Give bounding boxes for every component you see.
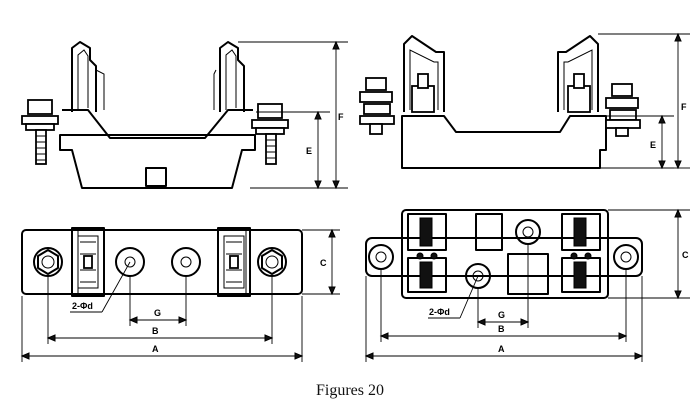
left-dimension-c: C <box>302 228 340 296</box>
left-dim-b-label: B <box>152 326 159 336</box>
left-dim-f-label: F <box>338 112 344 122</box>
right-dim-b-label: B <box>498 324 505 334</box>
left-dimension-f: F <box>238 40 348 190</box>
right-dim-c-label: C <box>682 250 689 260</box>
left-side-right-bolt <box>251 103 289 165</box>
left-plan-left-terminal <box>33 247 63 277</box>
right-plan-right-clip <box>561 213 601 293</box>
right-dim-g-label: G <box>498 310 505 320</box>
left-hole-note: 2-Φd <box>72 301 93 311</box>
left-plan-mounting-hole-2 <box>171 247 201 277</box>
left-dimension-g: G <box>128 276 188 326</box>
left-side-elevation: E F <box>21 40 348 190</box>
left-dim-e-label: E <box>306 146 312 156</box>
left-plan-base-outline <box>21 229 303 295</box>
left-side-base-saddle <box>62 109 253 139</box>
figure-caption: Figures 20 <box>316 382 384 399</box>
left-side-right-contact <box>219 41 245 112</box>
left-dimension-e: E <box>250 110 330 190</box>
left-plan-right-terminal <box>257 247 287 277</box>
right-dimension-b: B <box>379 269 628 342</box>
right-plan-view: 2-Φd C G B <box>364 208 690 362</box>
right-plan-right-terminal <box>613 244 639 270</box>
left-dimension-b: B <box>46 276 274 344</box>
right-dimension-a: A <box>364 276 644 362</box>
right-dim-f-label: F <box>681 102 687 112</box>
left-side-center-slot <box>145 167 167 187</box>
right-dim-e-label: E <box>650 140 656 150</box>
right-plan-base-plate <box>365 237 643 277</box>
left-plan-left-clip <box>71 227 105 297</box>
right-dimension-f: F <box>598 32 690 170</box>
left-plan-right-clip <box>217 227 251 297</box>
left-side-left-contact <box>71 41 97 112</box>
right-side-left-contact <box>403 35 445 112</box>
left-dim-a-label: A <box>152 344 159 354</box>
right-dim-a-label: A <box>498 344 505 354</box>
left-dim-c-label: C <box>320 258 327 268</box>
left-side-left-bolt <box>21 99 59 165</box>
right-plan-mounting-hole-1 <box>515 219 541 245</box>
right-side-right-contact <box>557 35 599 112</box>
left-dim-g-label: G <box>154 308 161 318</box>
right-plan-body <box>401 209 609 299</box>
right-side-base-body <box>401 115 607 169</box>
right-dimension-c: C <box>608 208 690 300</box>
right-side-left-bolt <box>359 77 395 135</box>
right-dimension-e: E <box>600 114 674 170</box>
right-side-right-bolt <box>605 83 641 137</box>
right-plan-left-clip <box>407 213 447 293</box>
right-dimension-g: G <box>476 244 530 328</box>
left-dimension-a: A <box>20 296 304 362</box>
right-side-elevation: E F <box>359 32 690 170</box>
right-plan-left-terminal <box>368 244 394 270</box>
right-hole-note: 2-Φd <box>429 307 450 317</box>
left-plan-view: 2-Φd C G B <box>20 227 340 362</box>
left-side-base-body <box>59 134 256 189</box>
right-plan-upper-pad <box>475 213 503 251</box>
